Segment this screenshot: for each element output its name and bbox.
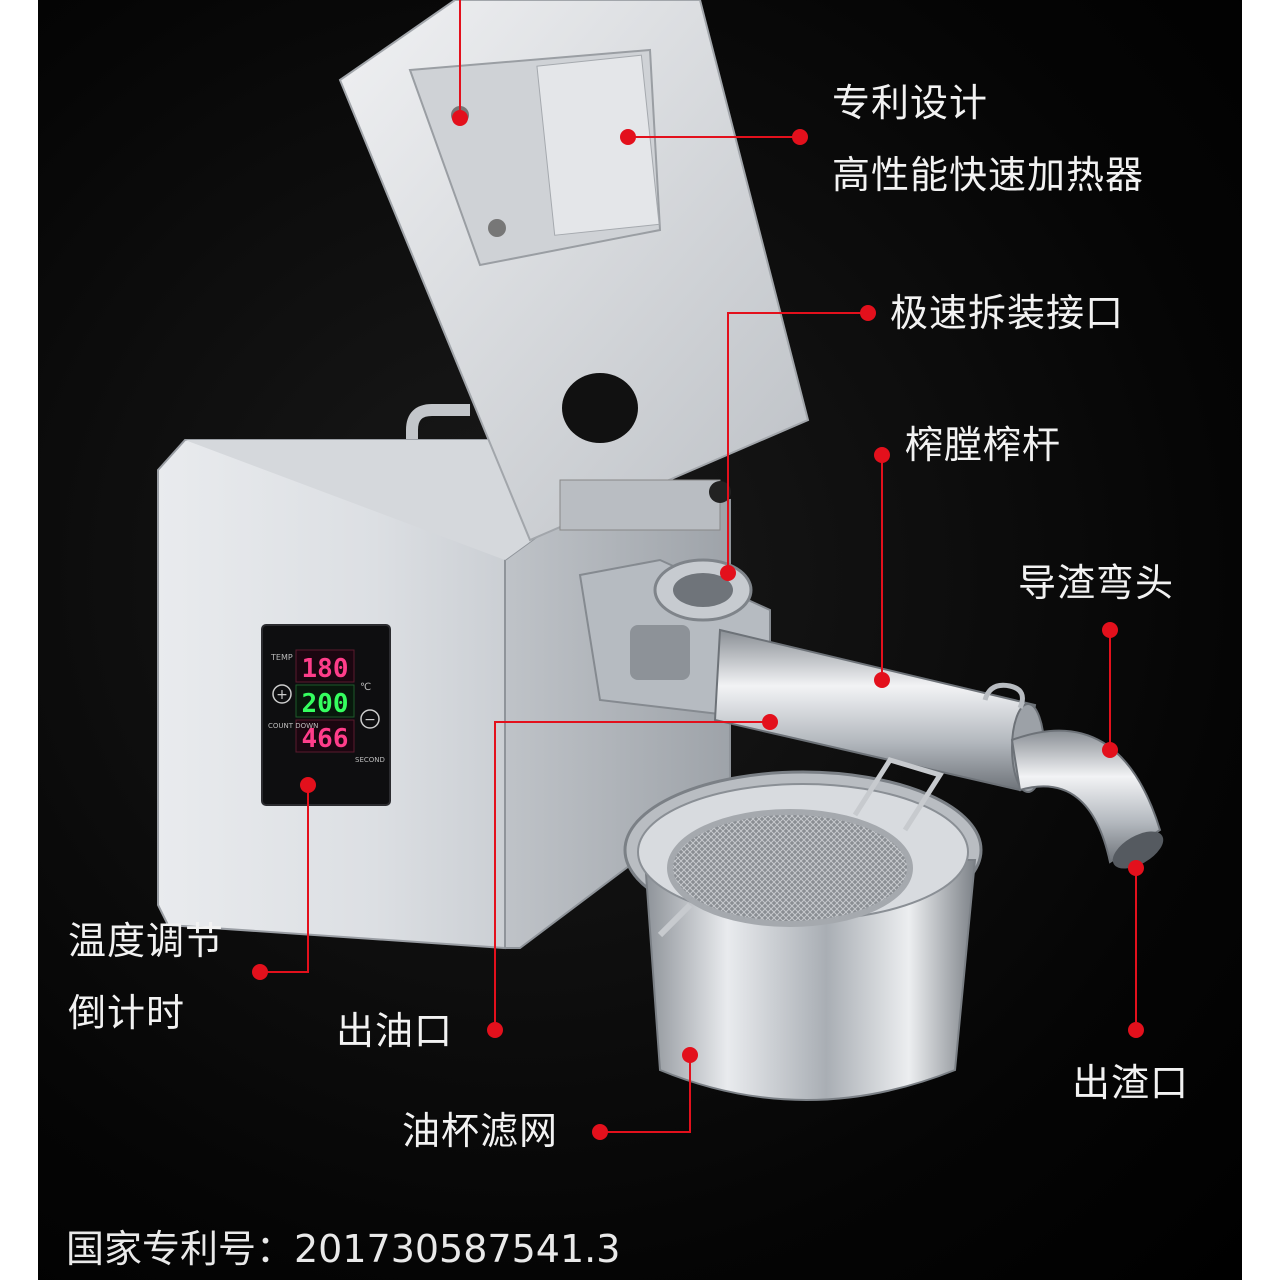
celsius-unit: ℃: [360, 682, 371, 693]
minus-sign: −: [364, 712, 376, 728]
countdown-label: COUNT DOWN: [268, 722, 318, 730]
countdown-readout: 466: [302, 724, 349, 754]
heater-label-line1: 专利设计: [832, 81, 989, 125]
minus-button-icon: [360, 709, 380, 729]
oil-cup-filter-label: 油杯滤网: [402, 1109, 559, 1153]
plus-sign: +: [276, 687, 288, 703]
quick-connect-label: 极速拆装接口: [890, 291, 1125, 335]
temp-control-label-line2: 倒计时: [68, 991, 186, 1035]
temp-readout: 180: [302, 654, 349, 684]
patent-number: 国家专利号：201730587541.3: [66, 1227, 621, 1271]
press-chamber-label: 榨膛榨杆: [905, 423, 1062, 467]
slag-outlet-label: 出渣口: [1072, 1061, 1190, 1105]
heater-label-line2: 高性能快速加热器: [832, 153, 1145, 197]
temp-label: TEMP: [270, 653, 293, 662]
oil-outlet-label: 出油口: [336, 1009, 454, 1053]
temp-control-label-line1: 温度调节: [68, 919, 225, 963]
second-label: SECOND: [355, 756, 385, 764]
set-temp-readout: 200: [302, 689, 349, 719]
callout-lines: [260, 0, 1137, 1133]
plus-button-icon: [272, 684, 292, 704]
slag-elbow-label: 导渣弯头: [1018, 561, 1175, 605]
callout-dots: [252, 110, 1144, 1140]
